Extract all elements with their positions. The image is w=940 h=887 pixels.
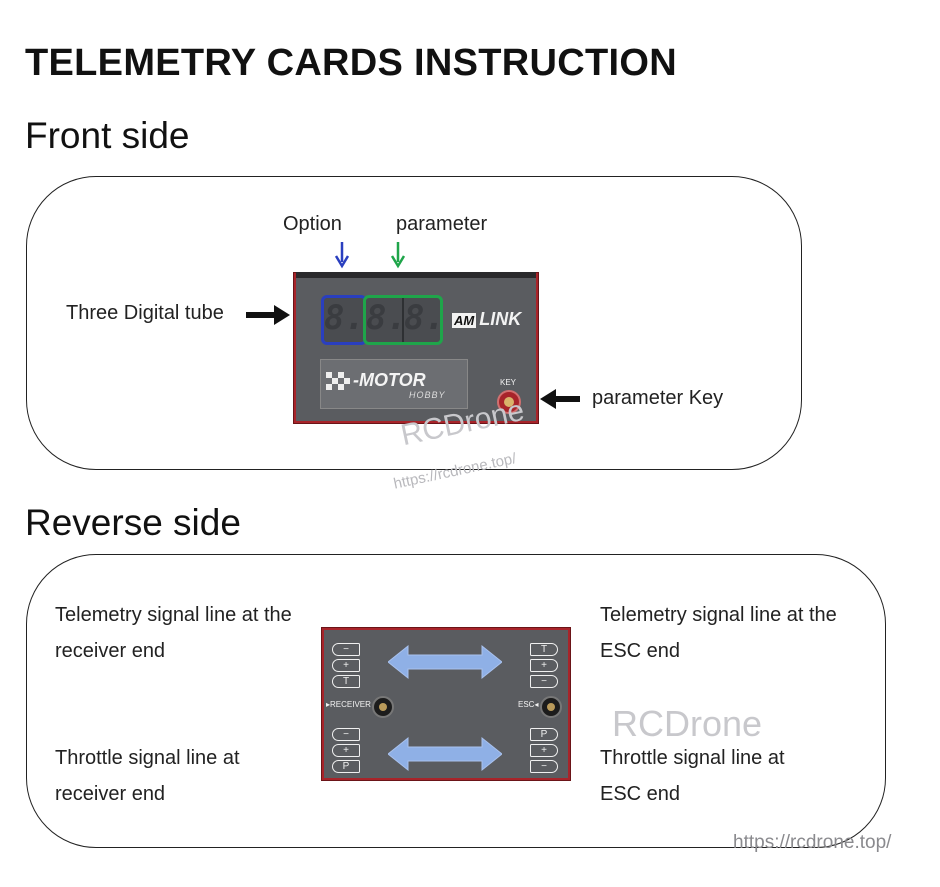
esc-telemetry-pin-plus: +	[530, 659, 558, 672]
parameter-digit-frame: 8. 8.	[363, 295, 445, 345]
checkered-flag-icon	[326, 372, 350, 390]
key-pointer-arrow-icon	[540, 389, 580, 409]
parameter-label: parameter	[396, 213, 488, 235]
parameter-key-button[interactable]	[497, 390, 521, 414]
telemetry-receiver-end-label: Telemetry signal line at the receiver en…	[55, 604, 292, 662]
telemetry-double-arrow-icon	[388, 644, 502, 680]
option-label: Option	[283, 213, 342, 235]
option-down-arrow-icon	[334, 242, 350, 269]
reverse-watermark: RCDrone	[612, 703, 763, 744]
parameter-down-arrow-icon	[390, 242, 406, 269]
option-digit-frame: 8.	[321, 295, 367, 345]
parameter-digit-2: 8.	[404, 298, 445, 338]
brand-prefix: AM	[452, 313, 477, 328]
three-digital-tube-label: Three Digital tube	[66, 302, 224, 324]
receiver-telemetry-pin-plus: +	[332, 659, 360, 672]
brand-name: LINK	[479, 309, 522, 329]
page-title: TELEMETRY CARDS INSTRUCTION	[25, 42, 678, 84]
receiver-telemetry-pin-minus: −	[332, 643, 360, 656]
telemetry-esc-end-label: Telemetry signal line at the ESC end	[600, 604, 837, 662]
front-side-heading: Front side	[25, 115, 190, 156]
throttle-esc-end-label: Throttle signal line at ESC end	[600, 747, 785, 805]
footer-url: https://rcdrone.top/	[733, 832, 892, 853]
esc-telemetry-pin-t: T	[530, 643, 558, 656]
parameter-digit-1: 8.	[366, 298, 407, 338]
receiver-throttle-pin-p: P	[332, 760, 360, 773]
receiver-telemetry-pin-t: T	[332, 675, 360, 688]
esc-telemetry-pin-minus: −	[530, 675, 558, 688]
receiver-label: ▸RECEIVER	[326, 700, 371, 709]
telemetry-card-reverse: − + T T + − ▸RECEIVER ESC◂ − + P P + −	[322, 628, 570, 780]
option-digit: 8.	[324, 298, 365, 338]
reverse-side-heading: Reverse side	[25, 502, 241, 543]
tmotor-logo-text: -MOTOR	[353, 370, 426, 390]
receiver-connector-screw-icon	[372, 696, 394, 718]
esc-throttle-pin-p: P	[530, 728, 558, 741]
tmotor-logo-plate: -MOTOR HOBBY	[320, 359, 468, 409]
reverse-side-panel	[26, 554, 886, 848]
tmotor-hobby-text: HOBBY	[409, 390, 446, 400]
parameter-key-label: parameter Key	[592, 387, 724, 409]
tube-pointer-arrow-icon	[246, 305, 290, 325]
receiver-throttle-pin-plus: +	[332, 744, 360, 757]
receiver-throttle-pin-minus: −	[332, 728, 360, 741]
throttle-double-arrow-icon	[388, 736, 502, 772]
esc-label: ESC◂	[518, 700, 539, 709]
esc-connector-screw-icon	[540, 696, 562, 718]
key-text: KEY	[500, 378, 517, 387]
throttle-receiver-end-label: Throttle signal line at receiver end	[55, 747, 240, 805]
esc-throttle-pin-minus: −	[530, 760, 558, 773]
esc-throttle-pin-plus: +	[530, 744, 558, 757]
